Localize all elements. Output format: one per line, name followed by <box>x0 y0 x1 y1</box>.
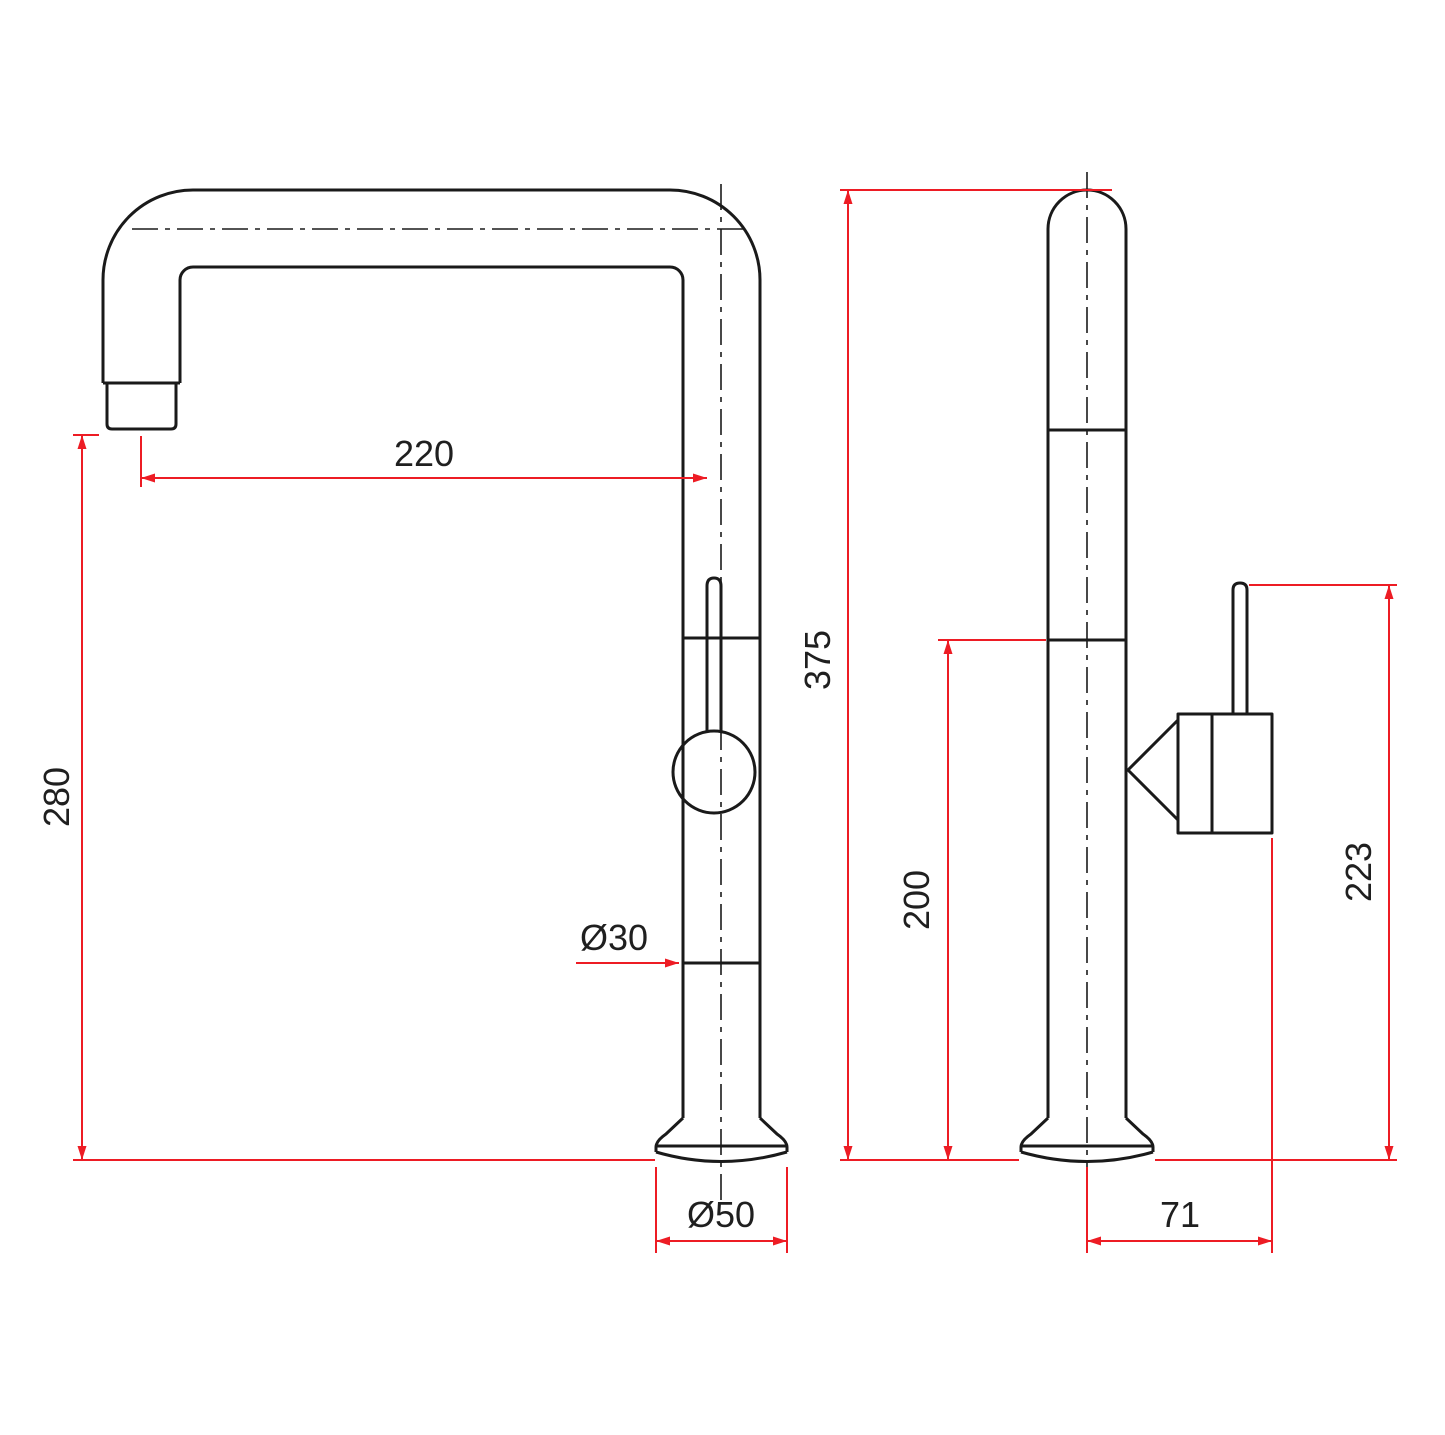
front-centerlines <box>132 184 748 1204</box>
front-base-bottom <box>655 1150 788 1163</box>
side-base-bottom <box>1020 1150 1154 1163</box>
side-dimensions: 375 200 223 71 <box>797 189 1397 1253</box>
side-handle-lever <box>1231 581 1249 714</box>
dim-label-handle-height: 223 <box>1338 842 1379 902</box>
dim-label-body-height: 200 <box>896 870 937 930</box>
side-view: 375 200 223 71 <box>797 172 1397 1253</box>
spout-aerator-tip <box>105 383 178 431</box>
side-outline <box>1019 188 1274 1163</box>
dimension-body-diameter: Ø30 <box>576 917 679 968</box>
dimension-handle-offset: 71 <box>1086 838 1273 1253</box>
dim-label-base-diameter: Ø50 <box>687 1194 755 1235</box>
dimension-total-height: 375 <box>797 189 1112 1161</box>
spout-outer-contour <box>101 188 762 1118</box>
dimension-spout-reach: 220 <box>140 433 707 487</box>
side-handle-body <box>1176 712 1274 835</box>
front-dimensions: 220 280 Ø30 Ø50 <box>36 433 788 1253</box>
front-handle-ball-joint <box>671 729 757 815</box>
front-handle-lever <box>705 576 723 731</box>
dimension-spout-height: 280 <box>36 434 655 1161</box>
dim-label-spout-height: 280 <box>36 767 77 827</box>
dimension-body-height: 200 <box>896 639 1046 1160</box>
dim-label-spout-reach: 220 <box>394 433 454 474</box>
dim-label-body-diameter: Ø30 <box>580 917 648 958</box>
dimension-base-diameter: Ø50 <box>655 1167 788 1253</box>
dimension-handle-height: 223 <box>1155 584 1397 1161</box>
spout-inner-contour <box>178 265 685 1118</box>
dim-label-total-height: 375 <box>797 630 838 690</box>
front-outline <box>101 188 789 1163</box>
dim-label-handle-offset: 71 <box>1160 1194 1200 1235</box>
front-view: 220 280 Ø30 Ø50 <box>36 184 789 1253</box>
side-handle-wedge <box>1126 718 1180 822</box>
